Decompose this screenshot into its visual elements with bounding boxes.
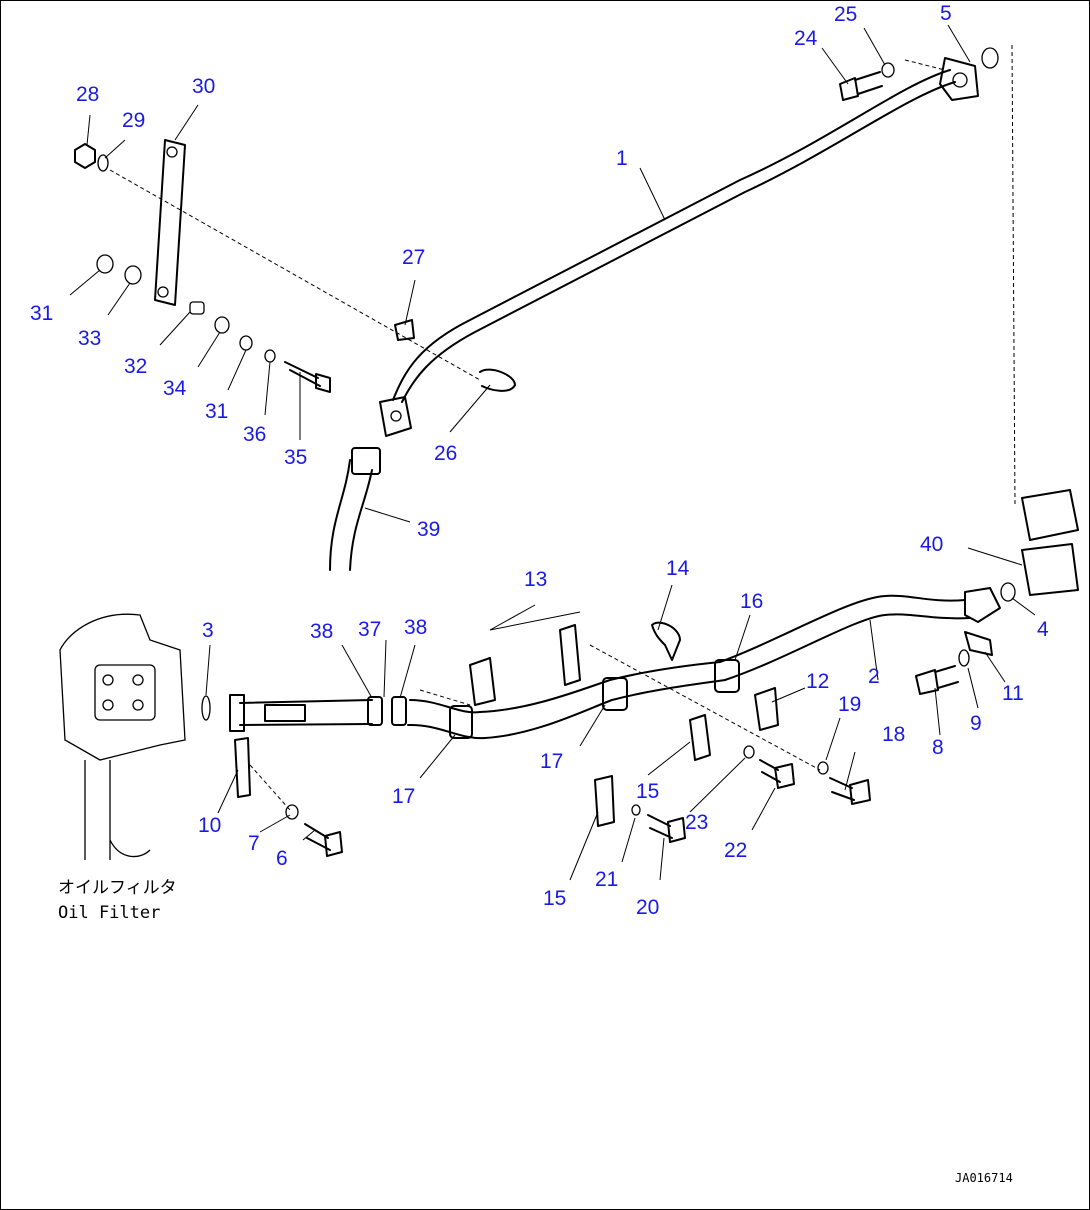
callout-23: 23 — [685, 811, 708, 834]
oil-filter-label-en: Oil Filter — [58, 903, 160, 923]
callout-31a: 31 — [30, 302, 53, 325]
callout-9: 9 — [970, 712, 982, 735]
callout-13: 13 — [524, 568, 547, 591]
callout-20: 20 — [636, 896, 659, 919]
callout-35: 35 — [284, 446, 307, 469]
callout-26: 26 — [434, 442, 457, 465]
center-lines — [109, 44, 1016, 811]
callout-32: 32 — [124, 355, 147, 378]
callout-labels: 1 2 3 4 5 6 7 8 9 10 11 12 13 14 15 15 1… — [30, 2, 1049, 919]
callout-34: 34 — [163, 377, 187, 400]
callout-40: 40 — [920, 533, 943, 556]
callout-24: 24 — [794, 27, 818, 50]
callout-29: 29 — [122, 109, 145, 132]
callout-11: 11 — [1002, 682, 1024, 705]
callout-15b: 15 — [543, 887, 566, 910]
stay-bracket — [154, 139, 186, 306]
callout-30: 30 — [192, 75, 215, 98]
callout-38a: 38 — [310, 620, 333, 643]
callout-21: 21 — [595, 868, 618, 891]
upper-pipe — [379, 57, 979, 437]
oil-filter-label-jp: オイルフィルタ — [58, 878, 177, 898]
callout-38b: 38 — [404, 616, 427, 639]
callout-18: 18 — [882, 723, 905, 746]
callout-17b: 17 — [392, 785, 415, 808]
callout-22: 22 — [724, 839, 747, 862]
oil-filter — [59, 613, 186, 860]
lower-pipe — [229, 587, 1001, 740]
callout-31b: 31 — [205, 400, 228, 423]
callout-16: 16 — [740, 590, 763, 613]
callout-7: 7 — [248, 832, 260, 855]
leader-lines — [69, 24, 1036, 881]
callout-14: 14 — [666, 557, 690, 580]
callout-37: 37 — [358, 618, 381, 641]
callout-1: 1 — [616, 147, 628, 170]
callout-10: 10 — [198, 814, 221, 837]
callout-27: 27 — [402, 246, 425, 269]
callout-4: 4 — [1037, 618, 1049, 641]
callout-19: 19 — [838, 693, 861, 716]
callout-12: 12 — [806, 670, 829, 693]
callout-36: 36 — [243, 423, 266, 446]
callout-2: 2 — [868, 665, 880, 688]
callout-17a: 17 — [540, 750, 563, 773]
drawing-code: JA016714 — [955, 1171, 1013, 1185]
callout-8: 8 — [932, 736, 944, 759]
callout-28: 28 — [76, 83, 99, 106]
callout-25: 25 — [834, 3, 857, 26]
callout-33: 33 — [78, 327, 101, 350]
callout-6: 6 — [276, 847, 288, 870]
callout-39: 39 — [417, 518, 440, 541]
hardware — [74, 47, 1079, 857]
callout-5: 5 — [940, 2, 952, 25]
callout-15a: 15 — [636, 780, 659, 803]
callout-3: 3 — [202, 619, 214, 642]
